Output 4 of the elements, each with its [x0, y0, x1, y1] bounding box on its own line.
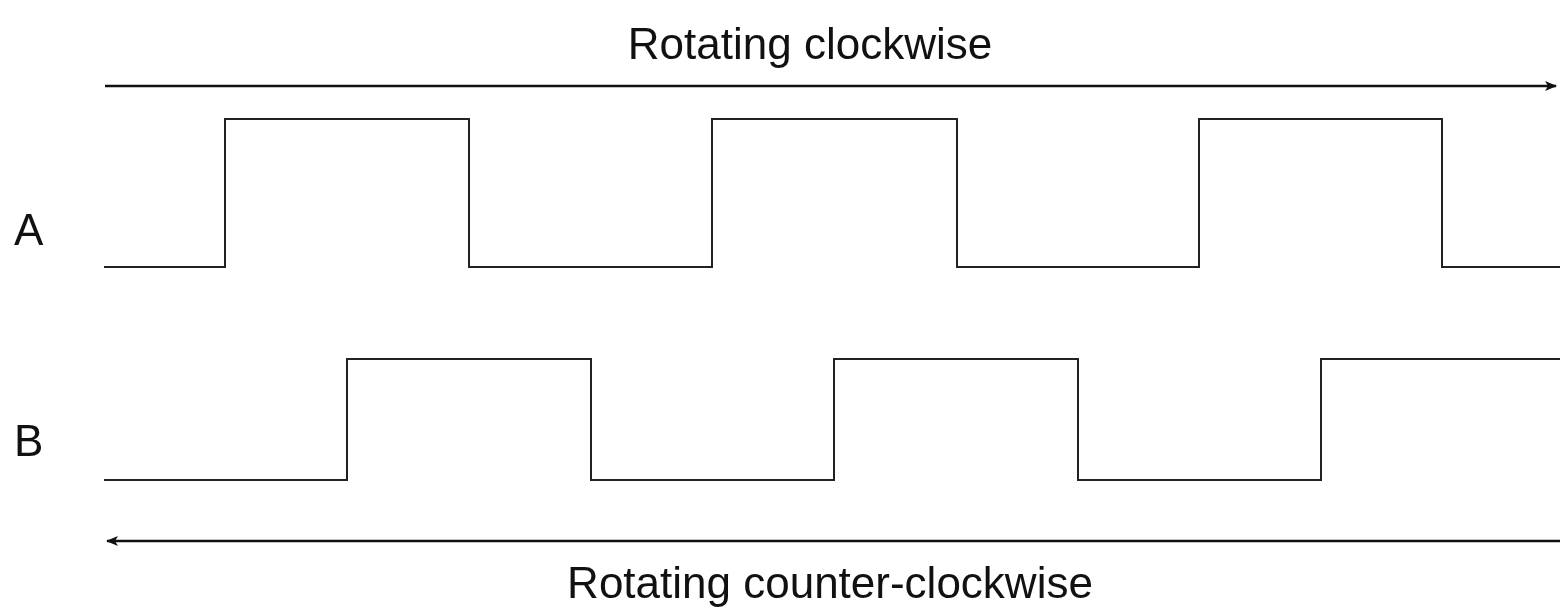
channel-label: B [14, 419, 44, 463]
direction-label: Rotating clockwise [627, 22, 993, 66]
direction-label: Rotating counter-clockwise [567, 561, 1093, 605]
channel-label: A [14, 208, 44, 252]
